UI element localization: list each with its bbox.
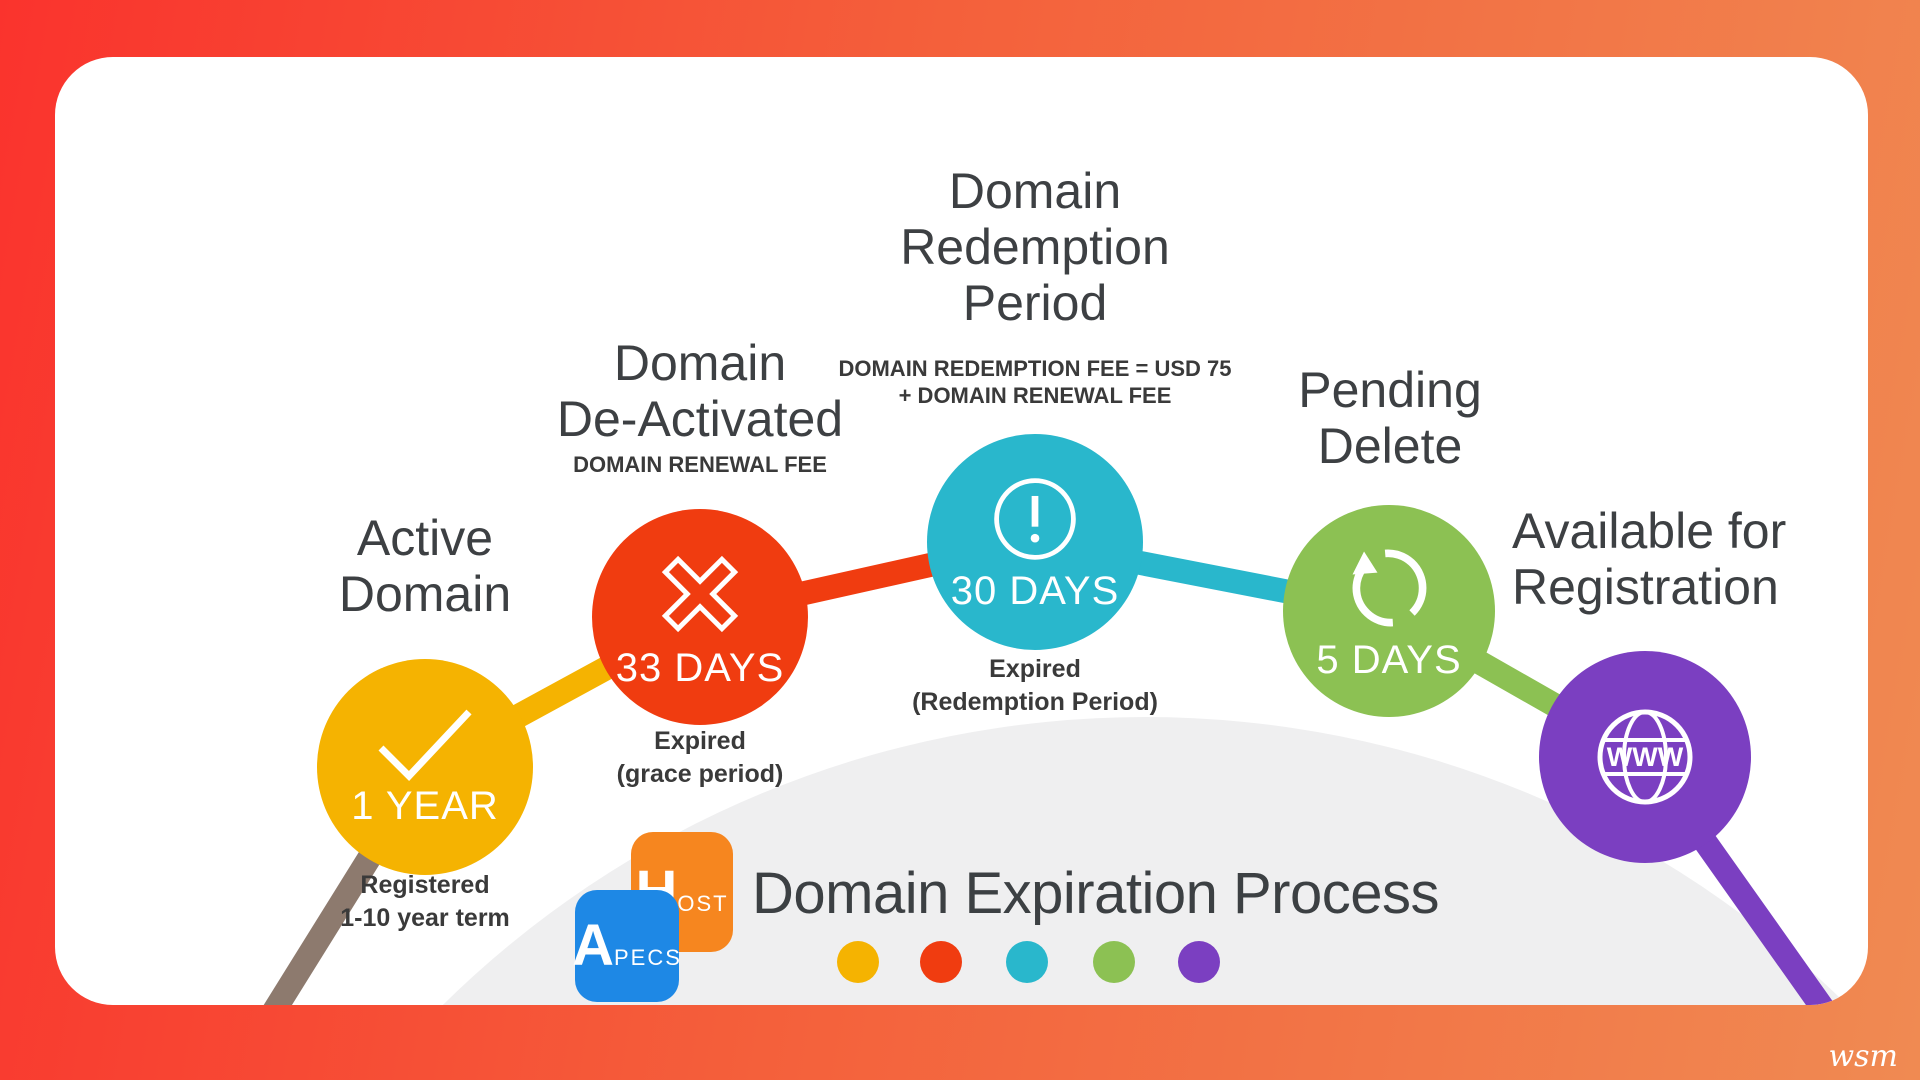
diagram-title: Domain Expiration Process	[752, 861, 1440, 926]
stage-title-line: Registration	[1512, 559, 1779, 615]
stage-title-line: Delete	[1317, 418, 1463, 474]
refresh-icon	[1341, 540, 1437, 636]
legend-dot-active	[837, 941, 879, 983]
x-icon	[650, 544, 750, 644]
stage-title-line: Redemption	[900, 219, 1170, 275]
sub-line: Expired	[654, 727, 746, 755]
stage-title-line: Period	[962, 275, 1108, 331]
sub-label-redemption-period: Expired (Redemption Period)	[835, 653, 1235, 719]
circle-duration-label: 1 YEAR	[351, 783, 499, 828]
sub-line: (grace period)	[616, 760, 784, 788]
sub-label-grace-period: Expired (grace period)	[550, 725, 850, 791]
stage-title-line: Available for	[1512, 503, 1787, 559]
stage-circle-redemption: 30 DAYS	[927, 434, 1143, 650]
sub-line: (Redemption Period)	[912, 688, 1158, 716]
logo-letter: A	[572, 913, 614, 978]
stage-title-line: Domain	[948, 163, 1122, 219]
circle-duration-label: 30 DAYS	[950, 568, 1120, 613]
stage-circle-available: WWW	[1539, 651, 1751, 863]
stage-title-pending-delete: Pending Delete	[1240, 362, 1540, 474]
stage-circle-deactivated: 33 DAYS	[592, 509, 808, 725]
stage-title-line: Domain	[338, 566, 512, 622]
sub-line: Expired	[989, 655, 1081, 683]
stage-title-domain-redemption: Domain Redemption Period	[825, 163, 1245, 331]
fee-note-redemption: DOMAIN REDEMPTION FEE = USD 75 + DOMAIN …	[815, 355, 1255, 409]
fee-line: DOMAIN RENEWAL FEE	[573, 452, 827, 477]
stage-circle-pending-delete: 5 DAYS	[1283, 505, 1495, 717]
legend-dot-deactivated	[920, 941, 962, 983]
stage-title-line: De-Activated	[556, 391, 844, 447]
logo-letters: OST	[677, 891, 729, 916]
stage-title-line: Domain	[613, 335, 787, 391]
stage-circle-active: 1 YEAR	[317, 659, 533, 875]
stage-title-available-registration: Available for Registration	[1512, 503, 1868, 615]
fee-line: + DOMAIN RENEWAL FEE	[898, 383, 1172, 408]
stage-title-line: Pending	[1298, 362, 1482, 418]
diagram-card: Active Domain Domain De-Activated Domain…	[55, 57, 1868, 1005]
stage-title-line: Active	[356, 510, 494, 566]
exclamation-icon	[987, 471, 1083, 567]
svg-text:WWW: WWW	[1607, 742, 1684, 772]
wsm-watermark: wsm	[1828, 1039, 1898, 1074]
fee-note-renewal: DOMAIN RENEWAL FEE	[500, 451, 900, 478]
check-icon	[373, 706, 477, 782]
circle-duration-label: 5 DAYS	[1316, 637, 1462, 682]
legend-dot-available	[1178, 941, 1220, 983]
legend-dot-redemption	[1006, 941, 1048, 983]
logo-letters: PECS	[613, 945, 682, 970]
sub-line: Registered	[360, 871, 490, 899]
legend-dot-pending	[1093, 941, 1135, 983]
circle-duration-label: 33 DAYS	[615, 645, 785, 690]
stage-title-domain-deactivated: Domain De-Activated	[500, 335, 900, 447]
fee-line: DOMAIN REDEMPTION FEE = USD 75	[838, 356, 1232, 381]
sub-line: 1-10 year term	[340, 904, 510, 932]
www-globe-icon: WWW	[1590, 702, 1700, 812]
stage-title-active-domain: Active Domain	[275, 510, 575, 622]
apecs-logo-square: A PECS	[572, 890, 682, 1002]
sub-label-registered: Registered 1-10 year term	[275, 869, 575, 935]
